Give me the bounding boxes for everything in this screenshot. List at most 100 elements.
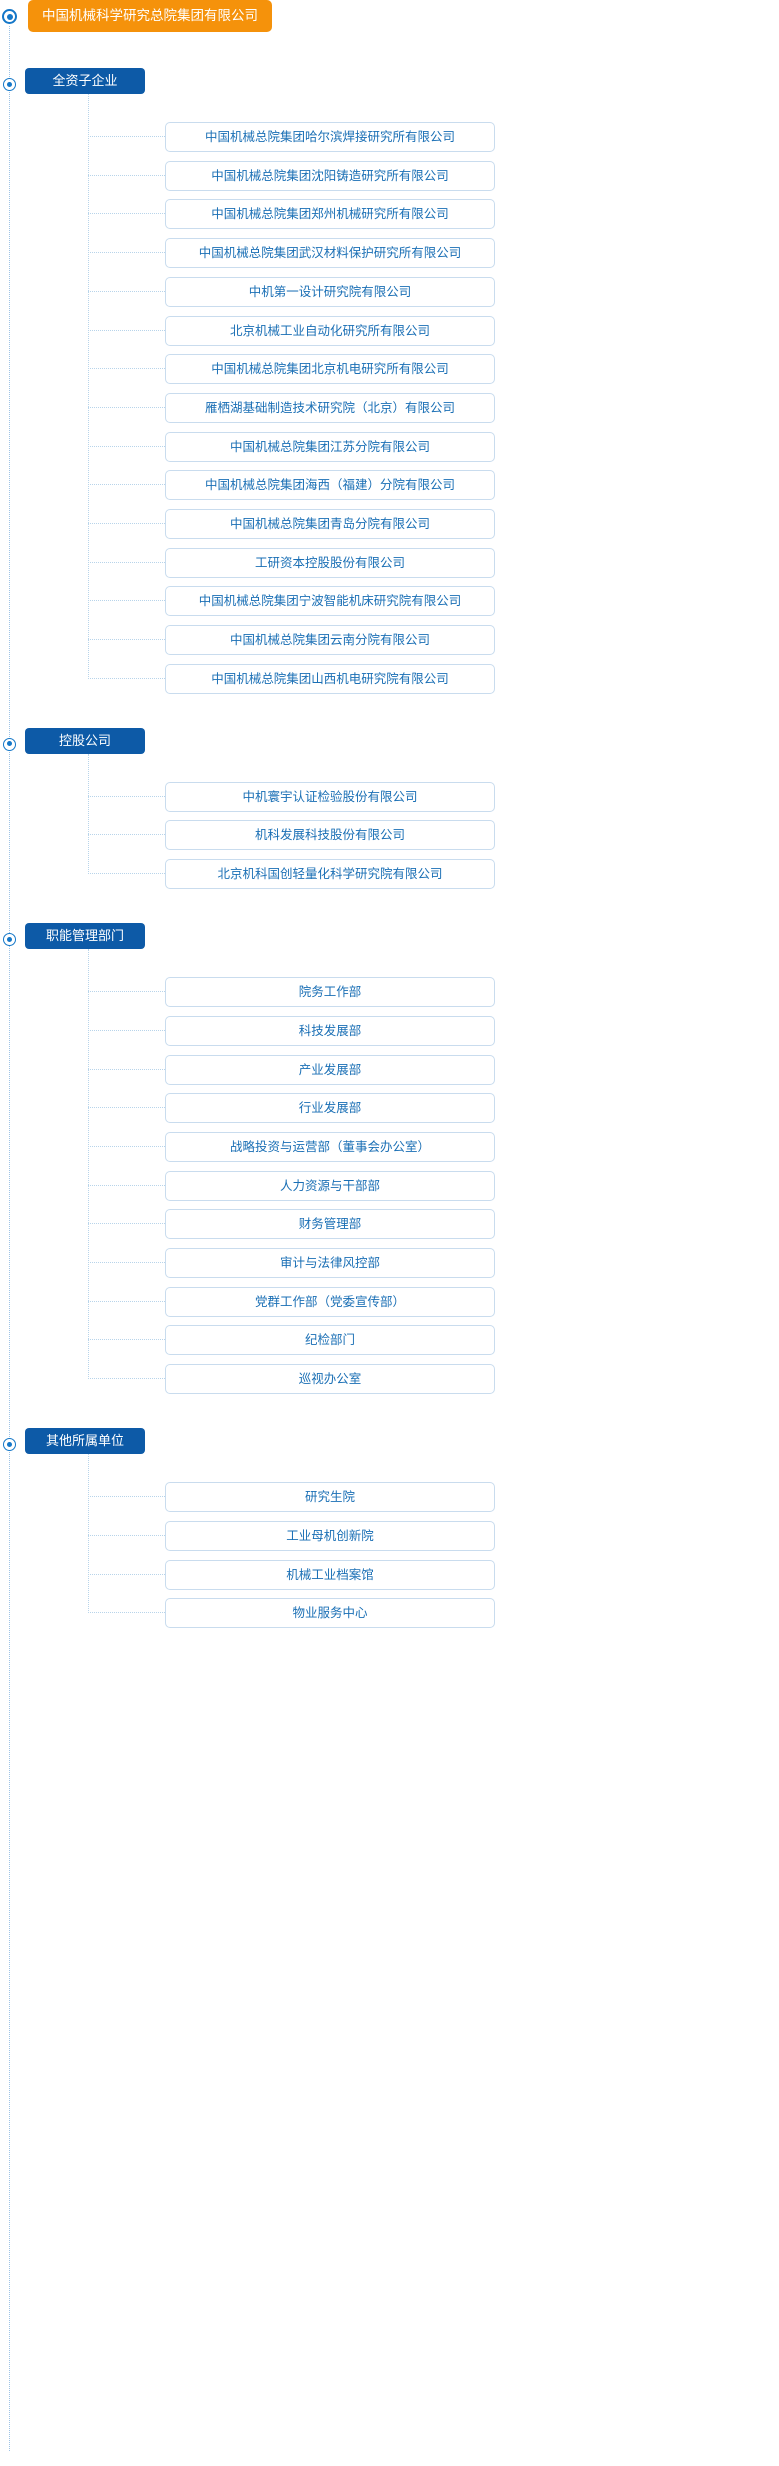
item-connector [88,1496,165,1498]
group-rail-connector [88,1454,89,1614]
org-item-label[interactable]: 工业母机创新院 [165,1520,495,1551]
org-item-label[interactable]: 中国机械总院集团海西（福建）分院有限公司 [165,470,495,501]
org-item-label[interactable]: 物业服务中心 [165,1598,495,1629]
item-connector [88,795,165,797]
item-connector [88,1300,165,1302]
radio-target-icon [2,9,17,24]
item-connector [88,1612,165,1614]
org-item-label[interactable]: 研究生院 [165,1482,495,1513]
item-connector [88,1534,165,1536]
item-connector [88,213,165,215]
org-item-label[interactable]: 雁栖湖基础制造技术研究院（北京）有限公司 [165,392,495,423]
org-item-label[interactable]: 党群工作部（党委宣传部） [165,1286,495,1317]
org-item: 物业服务中心 [88,1598,495,1629]
org-item-label[interactable]: 中国机械总院集团山西机电研究院有限公司 [165,663,495,694]
group-rail-connector [88,753,89,875]
org-item-label[interactable]: 中国机械总院集团青岛分院有限公司 [165,509,495,539]
item-connector [88,484,165,486]
item-connector [88,406,165,408]
org-item: 人力资源与干部部 [88,1170,495,1201]
org-item: 战略投资与运营部（董事会办公室） [88,1131,495,1162]
org-item: 中机寰宇认证检验股份有限公司 [88,781,495,812]
org-item: 中国机械总院集团武汉材料保护研究所有限公司 [88,238,495,269]
org-item: 中国机械总院集团江苏分院有限公司 [88,431,495,462]
org-item: 北京机科国创轻量化科学研究院有限公司 [88,859,495,890]
org-item-label[interactable]: 中国机械总院集团江苏分院有限公司 [165,431,495,462]
item-connector [88,600,165,602]
org-item: 中国机械总院集团哈尔滨焊接研究所有限公司 [88,122,495,152]
org-item-label[interactable]: 中国机械总院集团宁波智能机床研究院有限公司 [165,586,495,617]
item-connector [88,523,165,524]
category-node-2[interactable]: 控股公司 [25,727,145,754]
org-item-label[interactable]: 行业发展部 [165,1093,495,1124]
group-rail-connector [88,94,89,679]
item-connector [88,873,165,875]
org-item-label[interactable]: 中国机械总院集团云南分院有限公司 [165,625,495,656]
org-item-label[interactable]: 北京机科国创轻量化科学研究院有限公司 [165,859,495,890]
org-item: 中国机械总院集团山西机电研究院有限公司 [88,663,495,694]
item-connector [88,1223,165,1225]
item-connector [88,561,165,563]
item-connector [88,1068,165,1070]
org-item: 中国机械总院集团北京机电研究所有限公司 [88,354,495,385]
item-connector [88,252,165,254]
org-item-label[interactable]: 财务管理部 [165,1209,495,1240]
org-item: 工研资本控股股份有限公司 [88,547,495,578]
item-connector [88,1378,165,1380]
org-item-label[interactable]: 审计与法律风控部 [165,1248,495,1279]
category-node-1[interactable]: 全资子企业 [25,68,145,94]
org-item-label[interactable]: 中国机械总院集团沈阳铸造研究所有限公司 [165,160,495,191]
item-connector [88,639,165,641]
group-rail-connector [88,949,89,1380]
category-node-3[interactable]: 职能管理部门 [25,923,145,950]
group-1: 全资子企业中国机械总院集团哈尔滨焊接研究所有限公司中国机械总院集团沈阳铸造研究所… [0,68,779,694]
org-item: 机科发展科技股份有限公司 [88,820,495,851]
org-item: 中国机械总院集团青岛分院有限公司 [88,509,495,539]
org-item: 工业母机创新院 [88,1520,495,1551]
org-item-label[interactable]: 中国机械总院集团北京机电研究所有限公司 [165,354,495,385]
item-connector [88,174,165,176]
group-3: 职能管理部门院务工作部科技发展部产业发展部行业发展部战略投资与运营部（董事会办公… [0,923,779,1395]
org-item-label[interactable]: 巡视办公室 [165,1364,495,1395]
org-item-label[interactable]: 中国机械总院集团哈尔滨焊接研究所有限公司 [165,122,495,152]
item-connector [88,1262,165,1264]
item-connector [88,1184,165,1186]
org-item: 雁栖湖基础制造技术研究院（北京）有限公司 [88,392,495,423]
org-item: 纪检部门 [88,1325,495,1356]
org-item-label[interactable]: 纪检部门 [165,1325,495,1356]
org-item: 北京机械工业自动化研究所有限公司 [88,315,495,346]
org-item-label[interactable]: 中机第一设计研究院有限公司 [165,276,495,307]
org-item-label[interactable]: 中国机械总院集团郑州机械研究所有限公司 [165,199,495,230]
org-item-label[interactable]: 机科发展科技股份有限公司 [165,820,495,851]
org-item-label[interactable]: 工研资本控股股份有限公司 [165,547,495,578]
org-item: 中国机械总院集团云南分院有限公司 [88,625,495,656]
org-item: 中国机械总院集团沈阳铸造研究所有限公司 [88,160,495,191]
item-connector [88,290,165,292]
radio-target-icon [3,1438,16,1452]
org-item-label[interactable]: 中国机械总院集团武汉材料保护研究所有限公司 [165,238,495,269]
org-item: 审计与法律风控部 [88,1248,495,1279]
org-item-label[interactable]: 战略投资与运营部（董事会办公室） [165,1131,495,1162]
radio-target-icon [3,933,16,947]
radio-target-icon [3,737,16,751]
org-item-label[interactable]: 机械工业档案馆 [165,1559,495,1590]
radio-target-icon [3,78,16,91]
group-4: 其他所属单位研究生院工业母机创新院机械工业档案馆物业服务中心 [0,1428,779,1629]
item-connector [88,834,165,836]
item-connector [88,991,165,993]
org-item-label[interactable]: 中机寰宇认证检验股份有限公司 [165,781,495,812]
org-item: 科技发展部 [88,1015,495,1046]
main-spine-connector [9,26,10,2451]
root-node[interactable]: 中国机械科学研究总院集团有限公司 [28,0,272,32]
org-item-label[interactable]: 产业发展部 [165,1054,495,1085]
category-node-4[interactable]: 其他所属单位 [25,1428,145,1455]
org-item: 巡视办公室 [88,1364,495,1395]
org-item-label[interactable]: 北京机械工业自动化研究所有限公司 [165,315,495,346]
org-item-label[interactable]: 院务工作部 [165,977,495,1008]
org-item: 中国机械总院集团郑州机械研究所有限公司 [88,199,495,230]
org-item: 院务工作部 [88,977,495,1008]
org-item-label[interactable]: 科技发展部 [165,1015,495,1046]
org-item-label[interactable]: 人力资源与干部部 [165,1170,495,1201]
item-connector [88,368,165,370]
org-item: 研究生院 [88,1482,495,1513]
